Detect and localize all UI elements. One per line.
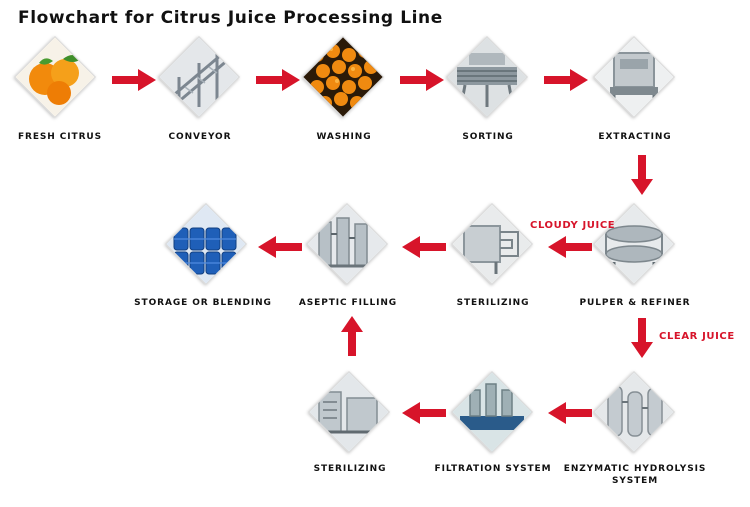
sterilizer-icon xyxy=(450,202,534,286)
arrow-down-icon xyxy=(631,318,653,358)
step-label-conveyor: CONVEYOR xyxy=(168,132,232,142)
clear-juice-label: CLEAR JUICE xyxy=(659,331,735,342)
arrow-right-icon xyxy=(112,69,156,91)
arrow-left-icon xyxy=(548,236,592,258)
hydrolysis-icon xyxy=(592,370,676,454)
barrels-icon xyxy=(164,202,248,286)
step-label-sterilizing-1: STERILIZING xyxy=(456,298,530,308)
filling-icon xyxy=(305,202,389,286)
sorting-icon xyxy=(445,35,529,119)
extractor-icon xyxy=(592,35,676,119)
step-label-sterilizing-2: STERILIZING xyxy=(313,464,387,474)
arrow-right-icon xyxy=(256,69,300,91)
step-label-storage: STORAGE OR BLENDING xyxy=(134,298,272,308)
arrow-up-icon xyxy=(341,316,363,356)
arrow-left-icon xyxy=(402,402,446,424)
washing-icon xyxy=(301,35,385,119)
step-label-enzymatic: ENZYMATIC HYDROLYSIS SYSTEM xyxy=(563,464,707,486)
arrow-right-icon xyxy=(544,69,588,91)
arrow-right-icon xyxy=(400,69,444,91)
citrus-fruit-icon xyxy=(13,35,97,119)
step-label-fresh-citrus: FRESH CITRUS xyxy=(18,132,102,142)
sterilizer-icon xyxy=(307,370,391,454)
arrow-left-icon xyxy=(258,236,302,258)
conveyor-icon xyxy=(157,35,241,119)
arrow-left-icon xyxy=(548,402,592,424)
arrow-down-icon xyxy=(631,155,653,195)
filtration-icon xyxy=(450,370,534,454)
step-label-sorting: SORTING xyxy=(462,132,514,142)
step-label-filtration: FILTRATION SYSTEM xyxy=(434,464,552,474)
pulper-icon xyxy=(592,202,676,286)
page-title: Flowchart for Citrus Juice Processing Li… xyxy=(18,8,443,28)
step-label-washing: WASHING xyxy=(316,132,372,142)
step-label-pulper: PULPER & REFINER xyxy=(579,298,691,308)
step-label-extracting: EXTRACTING xyxy=(598,132,672,142)
step-label-aseptic-filling: ASEPTIC FILLING xyxy=(298,298,398,308)
arrow-left-icon xyxy=(402,236,446,258)
cloudy-juice-label: CLOUDY JUICE xyxy=(530,220,616,231)
